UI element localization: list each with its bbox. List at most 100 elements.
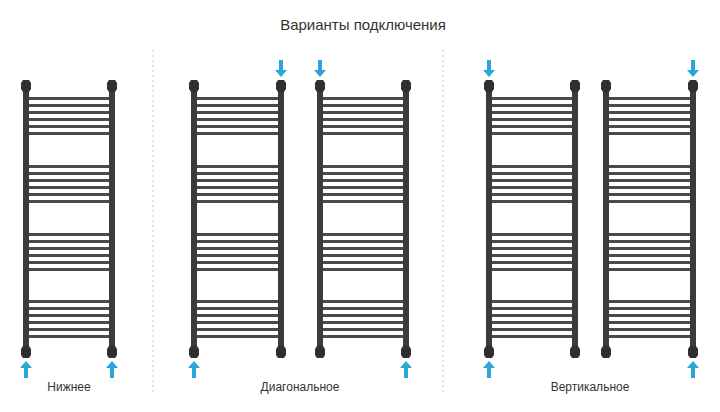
rung (26, 118, 112, 121)
rung (489, 268, 575, 271)
rung (320, 321, 406, 324)
flow-arrow (20, 361, 32, 378)
rung (26, 200, 112, 203)
variant-label: Диагональное (261, 380, 340, 394)
rung (194, 179, 281, 182)
rung (489, 328, 575, 331)
rung (194, 200, 281, 203)
pole (690, 86, 696, 352)
rung (320, 268, 406, 271)
rung (606, 165, 693, 168)
rung (489, 321, 575, 324)
rung (26, 233, 112, 236)
cap (570, 346, 580, 358)
cap (484, 346, 494, 358)
rung (320, 186, 406, 189)
rung (320, 118, 406, 121)
variant-label: Вертикальное (551, 380, 630, 394)
rung (26, 314, 112, 317)
rung (320, 165, 406, 168)
rung (489, 247, 575, 250)
rung (606, 111, 693, 114)
rung (489, 104, 575, 107)
rung (320, 261, 406, 264)
rung (26, 328, 112, 331)
rung (606, 300, 693, 303)
flow-arrow (483, 60, 495, 77)
rung (489, 240, 575, 243)
cap (276, 80, 286, 92)
rung (26, 335, 112, 338)
cap (401, 80, 411, 92)
rung (489, 233, 575, 236)
rung (320, 307, 406, 310)
rung (489, 165, 575, 168)
rung (489, 261, 575, 264)
rung (194, 335, 281, 338)
pole (403, 86, 409, 352)
rung (489, 186, 575, 189)
rung (606, 172, 693, 175)
towel-rail (601, 80, 698, 358)
rung (26, 193, 112, 196)
rung (194, 240, 281, 243)
rung (320, 300, 406, 303)
rung (26, 165, 112, 168)
rung (606, 186, 693, 189)
pole (278, 86, 284, 352)
rung (26, 247, 112, 250)
rung (489, 125, 575, 128)
rung (194, 300, 281, 303)
rung (606, 132, 693, 135)
rung (606, 118, 693, 121)
rung (26, 104, 112, 107)
flow-arrow (188, 361, 200, 378)
cap (601, 80, 611, 92)
cap (601, 346, 611, 358)
rung (194, 247, 281, 250)
towel-rail (484, 80, 580, 358)
cap (276, 346, 286, 358)
rung (194, 165, 281, 168)
separator (153, 50, 154, 395)
rung (194, 193, 281, 196)
rung (194, 172, 281, 175)
rung (606, 179, 693, 182)
rung (320, 132, 406, 135)
rung (489, 200, 575, 203)
rung (489, 172, 575, 175)
cap (401, 346, 411, 358)
variant-label: Нижнее (47, 380, 90, 394)
separator (443, 50, 444, 395)
flow-arrow (400, 361, 412, 378)
rung (194, 111, 281, 114)
rung (606, 240, 693, 243)
pole (191, 86, 197, 352)
rung (320, 240, 406, 243)
cap (315, 346, 325, 358)
rung (320, 104, 406, 107)
rung (194, 261, 281, 264)
flow-arrows (20, 60, 699, 378)
rung (26, 240, 112, 243)
rung (320, 314, 406, 317)
flow-arrow (483, 361, 495, 378)
rung (606, 268, 693, 271)
pole (572, 86, 578, 352)
rung (489, 307, 575, 310)
cap (107, 80, 117, 92)
cap (189, 346, 199, 358)
cap (688, 346, 698, 358)
rung (194, 132, 281, 135)
rung (194, 233, 281, 236)
rung (320, 254, 406, 257)
rung (606, 104, 693, 107)
pole (23, 86, 29, 352)
rung (320, 111, 406, 114)
towel-rail (21, 80, 117, 358)
rung (489, 179, 575, 182)
rung (194, 104, 281, 107)
rung (606, 307, 693, 310)
rung (606, 261, 693, 264)
flow-arrow (275, 60, 287, 77)
